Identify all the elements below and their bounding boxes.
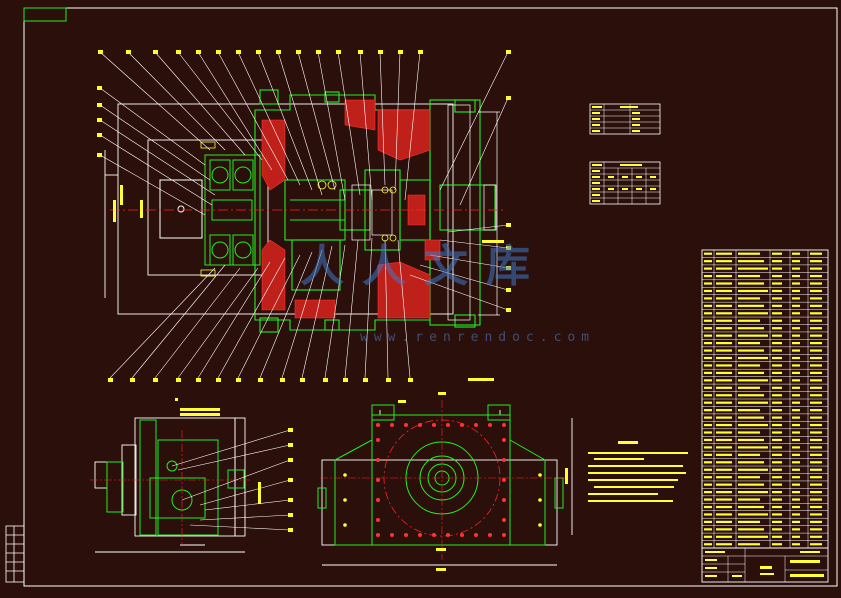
main-section-view [97,50,511,382]
gear-parameter-table-2 [589,161,661,205]
gear-parameter-table-1 [589,103,661,135]
front-view [317,392,573,571]
technical-requirements [588,441,688,502]
drawing-border [23,7,838,587]
watermark-url: www.renrendoc.com [360,330,596,345]
side-view [90,398,293,553]
title-block [701,547,829,583]
parts-list-table [701,249,829,549]
watermark-text: 人人文库 [300,241,548,292]
corner-tag-box [23,7,67,22]
binding-strip [5,525,25,583]
